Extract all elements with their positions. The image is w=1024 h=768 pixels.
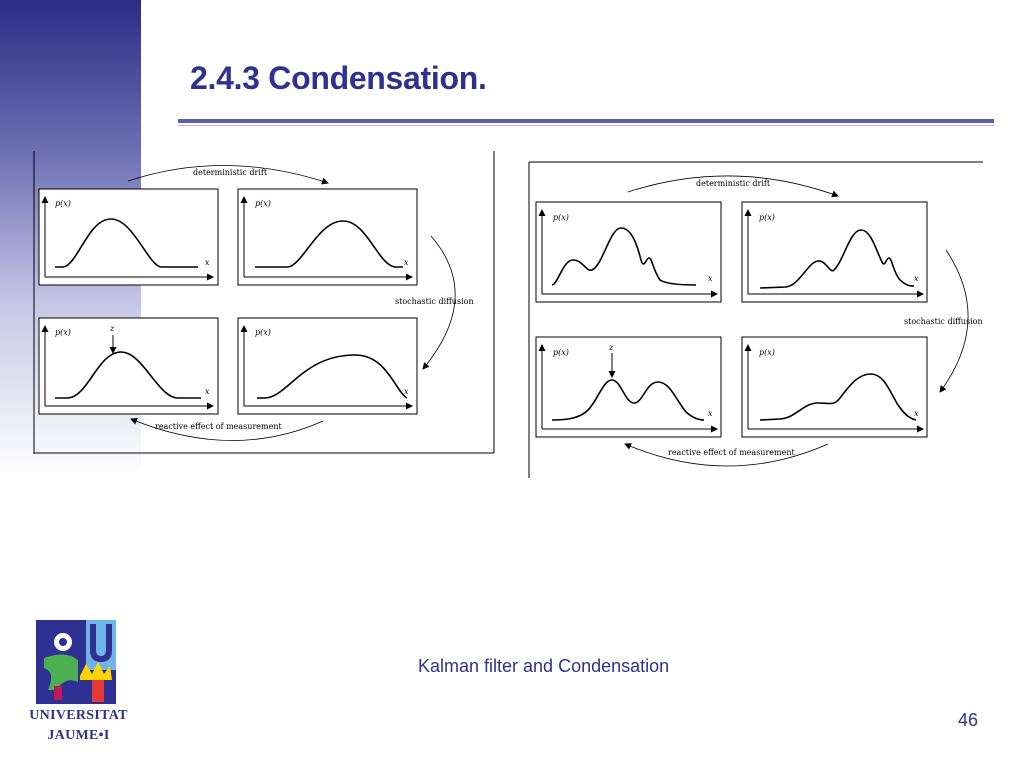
deterministic-drift-label: deterministic drift <box>193 168 268 177</box>
y-axis-label: p(x) <box>255 328 271 337</box>
x-axis-label: x <box>205 387 210 396</box>
panel-top-right: p(x) x <box>741 201 928 303</box>
diffusion-arrow <box>939 249 969 393</box>
x-axis-label: x <box>205 258 210 267</box>
panel-top-left: p(x) x <box>535 201 722 303</box>
reactive-effect-label: reactive effect of measurement <box>155 422 282 431</box>
panel-top-right: p(x) x <box>237 188 418 286</box>
panel-bottom-right: p(x) x <box>237 317 418 415</box>
slide-title: 2.4.3 Condensation. <box>190 60 487 96</box>
measurement-z-label: z <box>608 343 614 352</box>
y-axis-label: p(x) <box>55 199 71 208</box>
stochastic-diffusion-label: stochastic diffusion <box>904 317 983 326</box>
measurement-arrow <box>624 443 829 467</box>
university-logo <box>36 620 116 709</box>
x-axis-label: x <box>914 409 919 418</box>
panel-bottom-left: p(x) x z <box>38 317 219 415</box>
measurement-z-label: z <box>109 324 115 333</box>
measurement-arrow <box>130 418 324 441</box>
panel-bottom-left: p(x) x z <box>535 336 722 438</box>
y-axis-label: p(x) <box>553 348 569 357</box>
drift-arrow <box>127 165 329 185</box>
footer-caption: Kalman filter and Condensation <box>418 656 670 676</box>
y-axis-label: p(x) <box>759 348 775 357</box>
university-name-line1: UNIVERSITAT <box>29 708 128 723</box>
x-axis-label: x <box>404 387 409 396</box>
stochastic-diffusion-label: stochastic diffusion <box>395 297 474 306</box>
reactive-effect-label: reactive effect of measurement <box>668 448 795 457</box>
x-axis-label: x <box>914 274 919 283</box>
condensation-diagram-unimodal: deterministic drift stochastic diffusion… <box>33 151 495 455</box>
panel-bottom-right: p(x) x <box>741 336 928 438</box>
drift-arrow <box>627 175 839 198</box>
y-axis-label: p(x) <box>255 199 271 208</box>
condensation-diagram-multimodal: deterministic drift stochastic diffusion… <box>528 160 984 480</box>
title-underline-thin <box>178 125 994 126</box>
x-axis-label: x <box>708 274 713 283</box>
y-axis-label: p(x) <box>553 213 569 222</box>
x-axis-label: x <box>708 409 713 418</box>
panel-top-left: p(x) x <box>38 188 219 286</box>
deterministic-drift-label: deterministic drift <box>696 179 771 188</box>
page-number: 46 <box>958 710 979 730</box>
x-axis-label: x <box>404 258 409 267</box>
y-axis-label: p(x) <box>759 213 775 222</box>
diffusion-arrow <box>422 235 456 370</box>
university-name: UNIVERSITAT JAUME•I <box>16 706 141 746</box>
university-name-line2: JAUME•I <box>47 728 110 743</box>
title-underline <box>178 119 994 123</box>
y-axis-label: p(x) <box>55 328 71 337</box>
